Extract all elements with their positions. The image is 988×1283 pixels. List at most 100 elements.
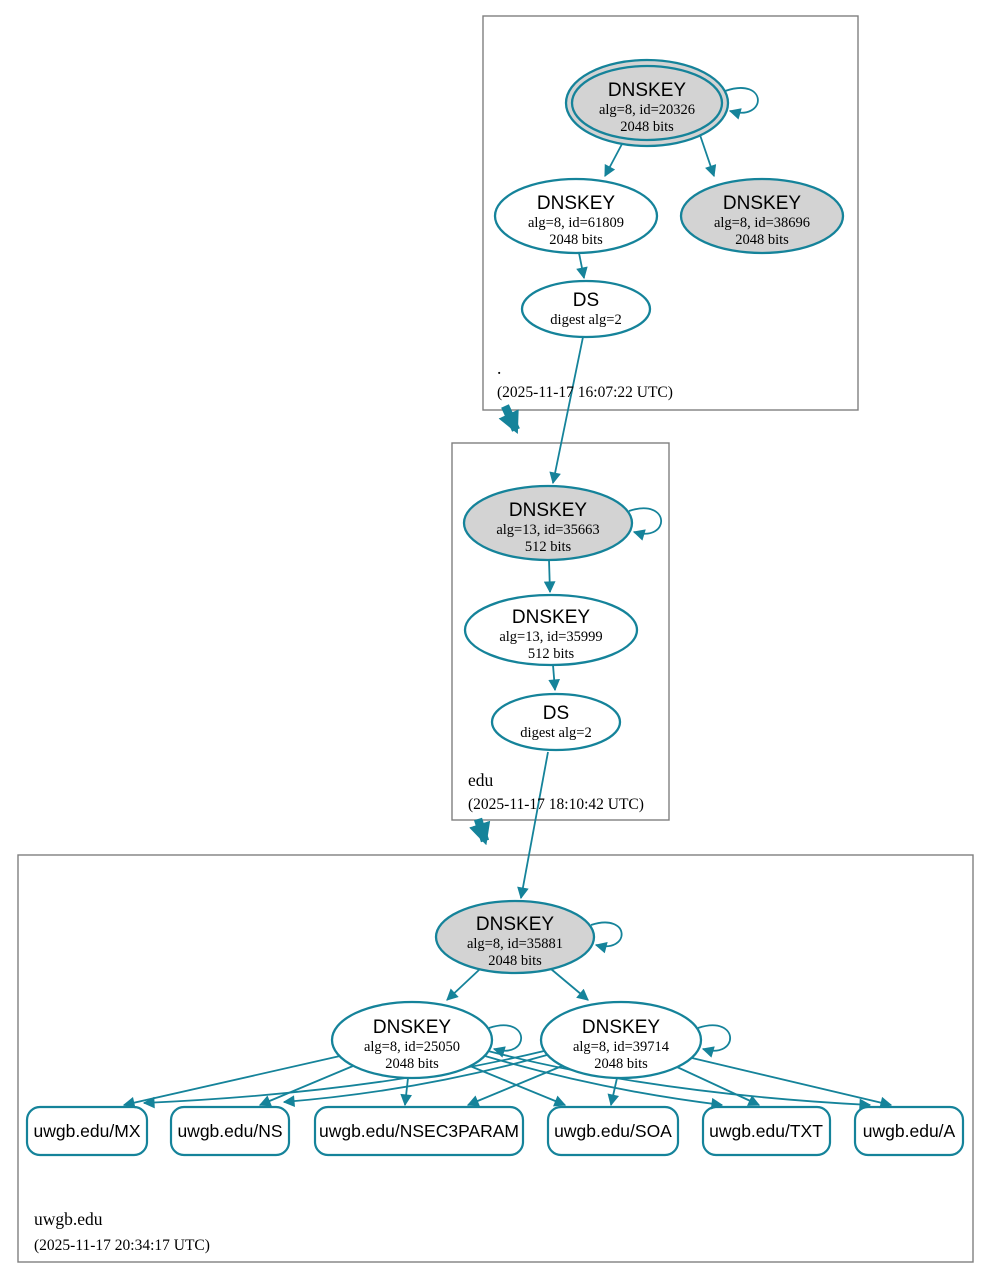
self-loop-35881 [590,921,623,954]
dnskey-35881-ellipse[interactable] [434,899,596,975]
rrset-box-a[interactable]: uwgb.edu/A [853,1105,965,1157]
rrset-rect-mx[interactable] [25,1105,149,1157]
rrset-box-txt[interactable]: uwgb.edu/TXT [701,1105,832,1157]
edge-39714-to-a [691,1057,893,1109]
dnskey-61809-alg-id: alg=8, id=61809 [528,215,624,231]
edge-ksk35881-to-zsk25050 [446,968,481,1001]
dnskey-25050-title: DNSKEY [373,1017,451,1038]
self-loop-35663 [628,507,663,541]
dnskey-35999-bits: 512 bits [528,646,575,662]
rrset-box-mx[interactable]: uwgb.edu/MX [25,1105,149,1157]
dnskey-node-20326-ksk[interactable]: DNSKEY alg=8, id=20326 2048 bits [564,58,759,148]
dnskey-20326-alg-id: alg=8, id=20326 [599,102,695,118]
edge-39714-to-txt [676,1066,761,1106]
dnskey-35999-title: DNSKEY [512,607,590,628]
rrset-box-soa[interactable]: uwgb.edu/SOA [546,1105,680,1157]
dnskey-38696-ellipse[interactable] [679,177,845,255]
dnskey-node-61809-zsk[interactable]: DNSKEY alg=8, id=61809 2048 bits [493,177,659,255]
rrset-row: uwgb.edu/MX uwgb.edu/NS uwgb.edu/NSEC3PA… [25,1105,965,1157]
zone-timestamp-root: (2025-11-17 16:07:22 UTC) [497,384,673,401]
rrset-label-ns: uwgb.edu/NS [177,1121,282,1141]
ds-node-edu[interactable]: DS digest alg=2 [490,692,622,752]
rrset-rect-txt[interactable] [701,1105,832,1157]
edge-ksk20326-to-dnskey38696 [699,134,717,178]
dnskey-39714-title: DNSKEY [582,1017,660,1038]
edges-root-zone [549,134,717,485]
ds-root-title: DS [573,290,599,311]
rrset-label-a: uwgb.edu/A [863,1121,956,1141]
ds-edu-digest: digest alg=2 [520,725,591,741]
ds-edu-title: DS [543,703,569,724]
dnskey-20326-bits: 2048 bits [620,119,674,135]
delegation-arrow-edu-to-uwgb [469,817,491,846]
dnskey-39714-alg-id: alg=8, id=39714 [573,1039,670,1055]
dnskey-35999-ellipse[interactable] [463,593,639,667]
edge-25050-to-nsec3param [400,1077,412,1107]
rrset-rect-a[interactable] [853,1105,965,1157]
dnskey-39714-bits: 2048 bits [594,1056,648,1072]
zone-box-root [482,15,859,411]
dnskey-35663-title: DNSKEY [509,500,587,521]
dnskey-20326-inner-ring[interactable] [570,64,724,142]
dnskey-35663-ellipse[interactable] [462,484,634,562]
edge-zsk35999-to-ds [548,664,560,692]
ds-edu-ellipse[interactable] [490,692,622,752]
dnskey-25050-alg-id: alg=8, id=25050 [364,1039,460,1055]
edge-25050-to-mx [122,1055,341,1109]
dnskey-20326-title: DNSKEY [608,80,686,101]
zone-label-uwgb-edu: uwgb.edu [34,1209,103,1229]
rrset-label-soa: uwgb.edu/SOA [554,1121,672,1141]
edges-zsk39714-signatures [142,1050,893,1109]
edge-ksk20326-to-zsk61809 [604,143,623,178]
dnskey-25050-bits: 2048 bits [385,1056,439,1072]
zone-timestamp-uwgb-edu: (2025-11-17 20:34:17 UTC) [34,1237,210,1254]
rrset-box-nsec3param[interactable]: uwgb.edu/NSEC3PARAM [313,1105,525,1157]
self-loop-25050 [488,1024,523,1058]
edges-zsk25050-signatures [122,1050,872,1111]
self-loop-39714 [697,1024,732,1058]
dnskey-node-38696[interactable]: DNSKEY alg=8, id=38696 2048 bits [679,177,845,255]
edge-ksk35663-to-zsk35999 [543,559,556,594]
rrset-rect-ns[interactable] [169,1105,291,1157]
dnskey-25050-ellipse[interactable] [330,1000,494,1080]
dnskey-38696-title: DNSKEY [723,193,801,214]
dnskey-node-35999-zsk[interactable]: DNSKEY alg=13, id=35999 512 bits [463,593,639,667]
dnskey-35999-alg-id: alg=13, id=35999 [499,629,602,645]
dnskey-38696-bits: 2048 bits [735,232,789,248]
zone-box-uwgb-edu [17,854,974,1263]
dnskey-61809-title: DNSKEY [537,193,615,214]
ds-root-digest: digest alg=2 [550,312,621,328]
edge-25050-to-soa [469,1065,567,1107]
zone-label-edu: edu [468,770,494,790]
rrset-box-ns[interactable]: uwgb.edu/NS [169,1105,291,1157]
dnskey-35881-bits: 2048 bits [488,953,542,969]
edges-uwgb-zone [446,968,589,1001]
edge-39714-to-soa [607,1077,619,1107]
edge-root-ds-to-edu-ksk [549,336,584,485]
rrset-label-txt: uwgb.edu/TXT [709,1121,823,1141]
dnskey-35881-title: DNSKEY [476,914,554,935]
dnskey-35881-alg-id: alg=8, id=35881 [467,936,563,952]
ds-node-root[interactable]: DS digest alg=2 [520,279,652,339]
ds-root-ellipse[interactable] [520,279,652,339]
rrset-rect-soa[interactable] [546,1105,680,1157]
edge-39714-to-ns [282,1054,548,1107]
dnskey-node-35881-ksk[interactable]: DNSKEY alg=8, id=35881 2048 bits [434,899,623,975]
dnskey-node-39714-zsk[interactable]: DNSKEY alg=8, id=39714 2048 bits [539,1000,732,1080]
rrset-rect-nsec3param[interactable] [313,1105,525,1157]
dnskey-node-35663-ksk[interactable]: DNSKEY alg=13, id=35663 512 bits [462,484,663,562]
dnskey-35663-bits: 512 bits [525,539,572,555]
edge-25050-to-a [487,1050,872,1111]
dnskey-61809-bits: 2048 bits [549,232,603,248]
zone-label-root: . [497,358,501,378]
dnskey-node-25050-zsk[interactable]: DNSKEY alg=8, id=25050 2048 bits [330,1000,523,1080]
rrset-label-nsec3param: uwgb.edu/NSEC3PARAM [319,1121,519,1141]
delegation-arrow-root-to-edu [498,404,520,435]
dnskey-61809-ellipse[interactable] [493,177,659,255]
edge-ksk35881-to-zsk39714 [550,968,589,1001]
dnskey-35663-alg-id: alg=13, id=35663 [496,522,599,538]
edges-edu-zone [517,559,560,900]
dnskey-39714-ellipse[interactable] [539,1000,703,1080]
edge-39714-to-nsec3param [466,1065,563,1107]
edge-39714-to-mx [142,1050,545,1109]
